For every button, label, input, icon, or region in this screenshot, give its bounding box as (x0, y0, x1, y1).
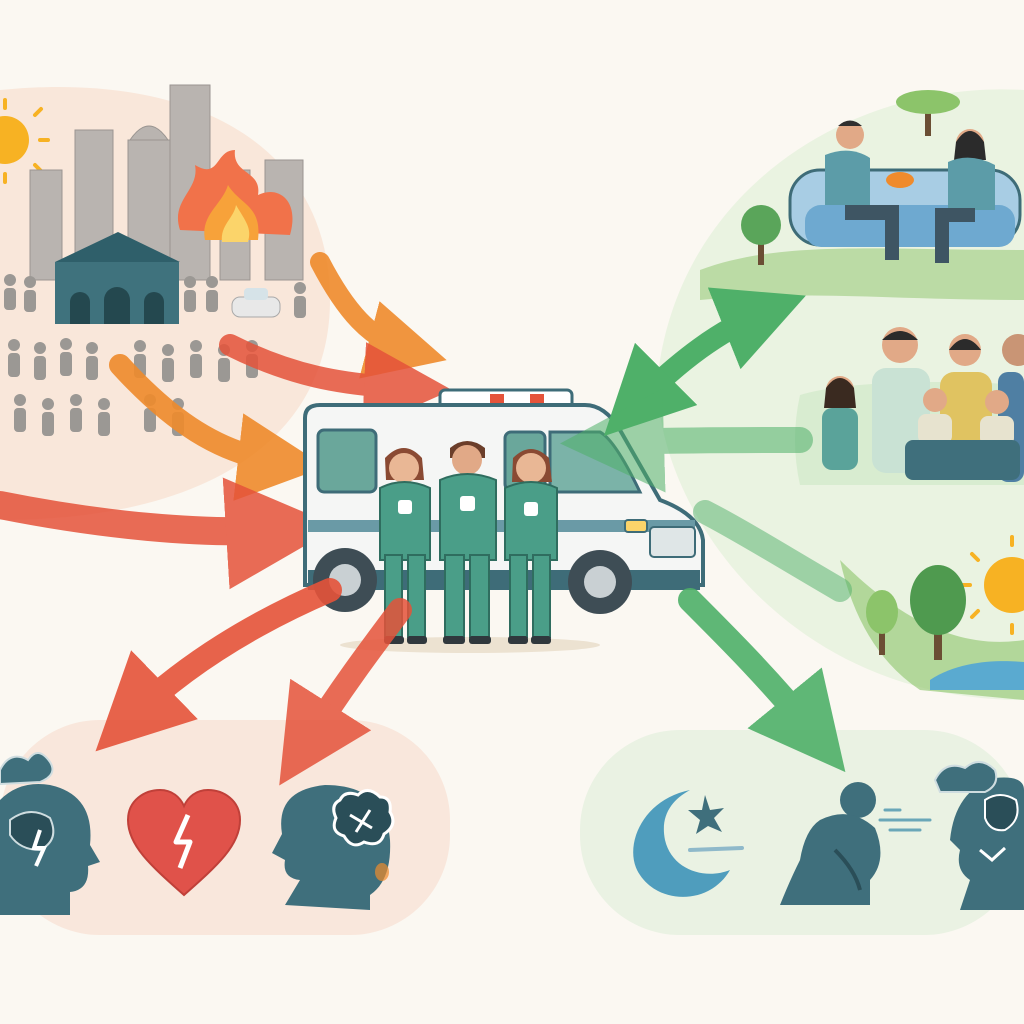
arrow-team-to-stress-head (95, 578, 342, 752)
arrow-family-to-team (560, 388, 813, 493)
tree-icon (896, 90, 960, 136)
tree-icon (741, 205, 781, 265)
building-icon (55, 232, 180, 324)
stressor-arrows (0, 252, 452, 590)
car-icon (231, 288, 281, 318)
nature-sun-trees-icon (840, 535, 1024, 700)
arrow-city-to-team (219, 334, 452, 431)
moon-star-sleep-icon (633, 790, 744, 897)
arrow-team-to-recovery (678, 588, 846, 773)
support-cluster (700, 90, 1024, 700)
stressors-cluster (0, 84, 306, 436)
paramedic-right (504, 449, 558, 644)
person-sitting-rest-icon (780, 782, 932, 905)
arrow-crowd-to-team (109, 354, 326, 501)
sun-icon (960, 535, 1024, 635)
head-stress-icon (0, 752, 100, 915)
burst-icon (332, 789, 395, 847)
arrow-left-to-team (0, 477, 338, 590)
couple-talking-on-couch-icon (700, 90, 1024, 300)
arrow-team-to-overwhelm-head (279, 598, 412, 786)
ambulance-wheel-front (568, 550, 632, 614)
head-relief-icon (933, 761, 1024, 910)
paramedic-center (439, 441, 497, 644)
recovery-effects (633, 761, 1024, 910)
fire-icon (177, 150, 293, 242)
tree-icon (866, 590, 898, 655)
sun-icon (0, 98, 50, 184)
storm-cloud-icon (0, 752, 54, 786)
negative-effects (0, 752, 395, 915)
support-arrows (560, 287, 852, 773)
broken-heart-icon (126, 788, 242, 897)
calm-cloud-icon (933, 761, 998, 793)
tree-icon (910, 565, 966, 660)
impact-arrows (95, 578, 412, 786)
arrow-nature-to-team (693, 500, 852, 602)
head-overwhelm-icon (272, 785, 395, 910)
arrow-fire-to-team (310, 252, 447, 379)
family-group-icon (795, 327, 1024, 485)
